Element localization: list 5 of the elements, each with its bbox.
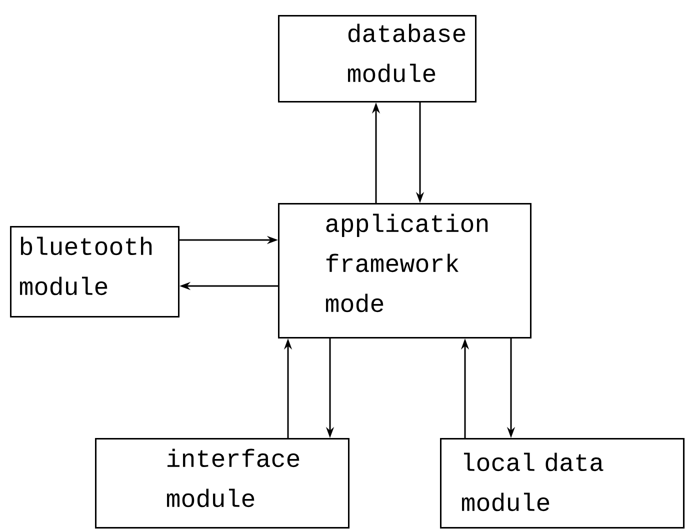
module-box: interface module xyxy=(95,438,350,528)
module-box: bluetooth module xyxy=(10,226,180,318)
module-box: local data module xyxy=(440,438,684,528)
module-box: application framework mode xyxy=(278,203,532,338)
module-box: database module xyxy=(278,15,476,102)
